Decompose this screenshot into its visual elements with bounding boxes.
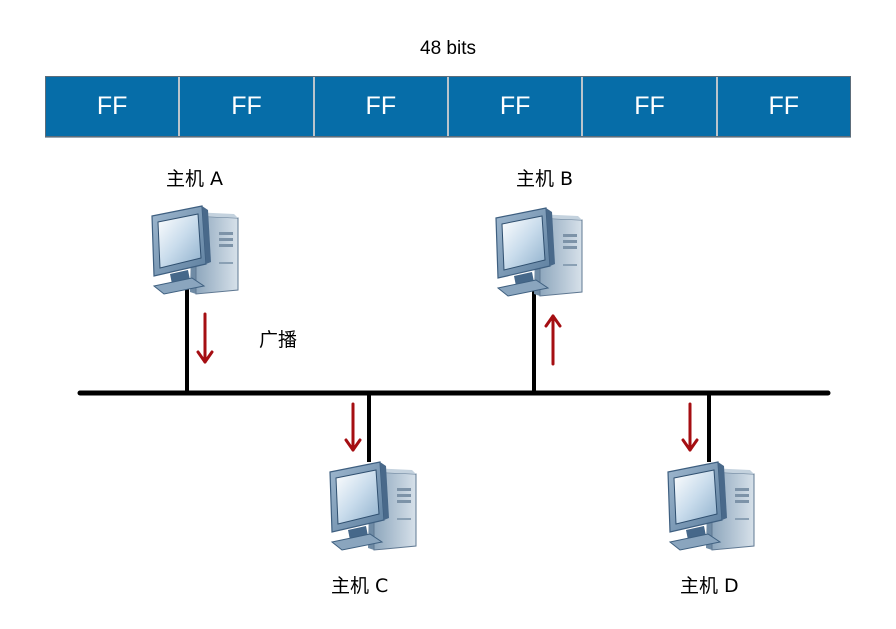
host-c-label: 主机 C <box>331 575 389 597</box>
frame-cell: FF <box>717 77 850 136</box>
frame-cell: FF <box>180 77 315 136</box>
frame-cell: FF <box>314 77 449 136</box>
frame-cell: FF <box>448 77 584 136</box>
computer-icon <box>151 205 239 295</box>
host-a-label: 主机 A <box>166 168 224 190</box>
computer-icon <box>329 461 417 551</box>
host-c-arrow-down-icon <box>344 402 362 452</box>
broadcast-label: 广播 <box>259 329 298 351</box>
frame-cell: FF <box>46 77 181 136</box>
frame-bits-label: 48 bits <box>420 38 476 59</box>
host-b-label: 主机 B <box>516 168 574 190</box>
host-d-arrow-down-icon <box>681 402 699 452</box>
computer-icon <box>667 461 755 551</box>
host-d-label: 主机 D <box>680 575 739 597</box>
frame-cell: FF <box>583 77 718 136</box>
host-b-arrow-up-icon <box>544 314 562 366</box>
computer-icon <box>495 207 583 297</box>
host-a-arrow-down-icon <box>196 312 214 364</box>
mac-broadcast-frame: FF FF FF FF FF FF <box>45 76 851 137</box>
